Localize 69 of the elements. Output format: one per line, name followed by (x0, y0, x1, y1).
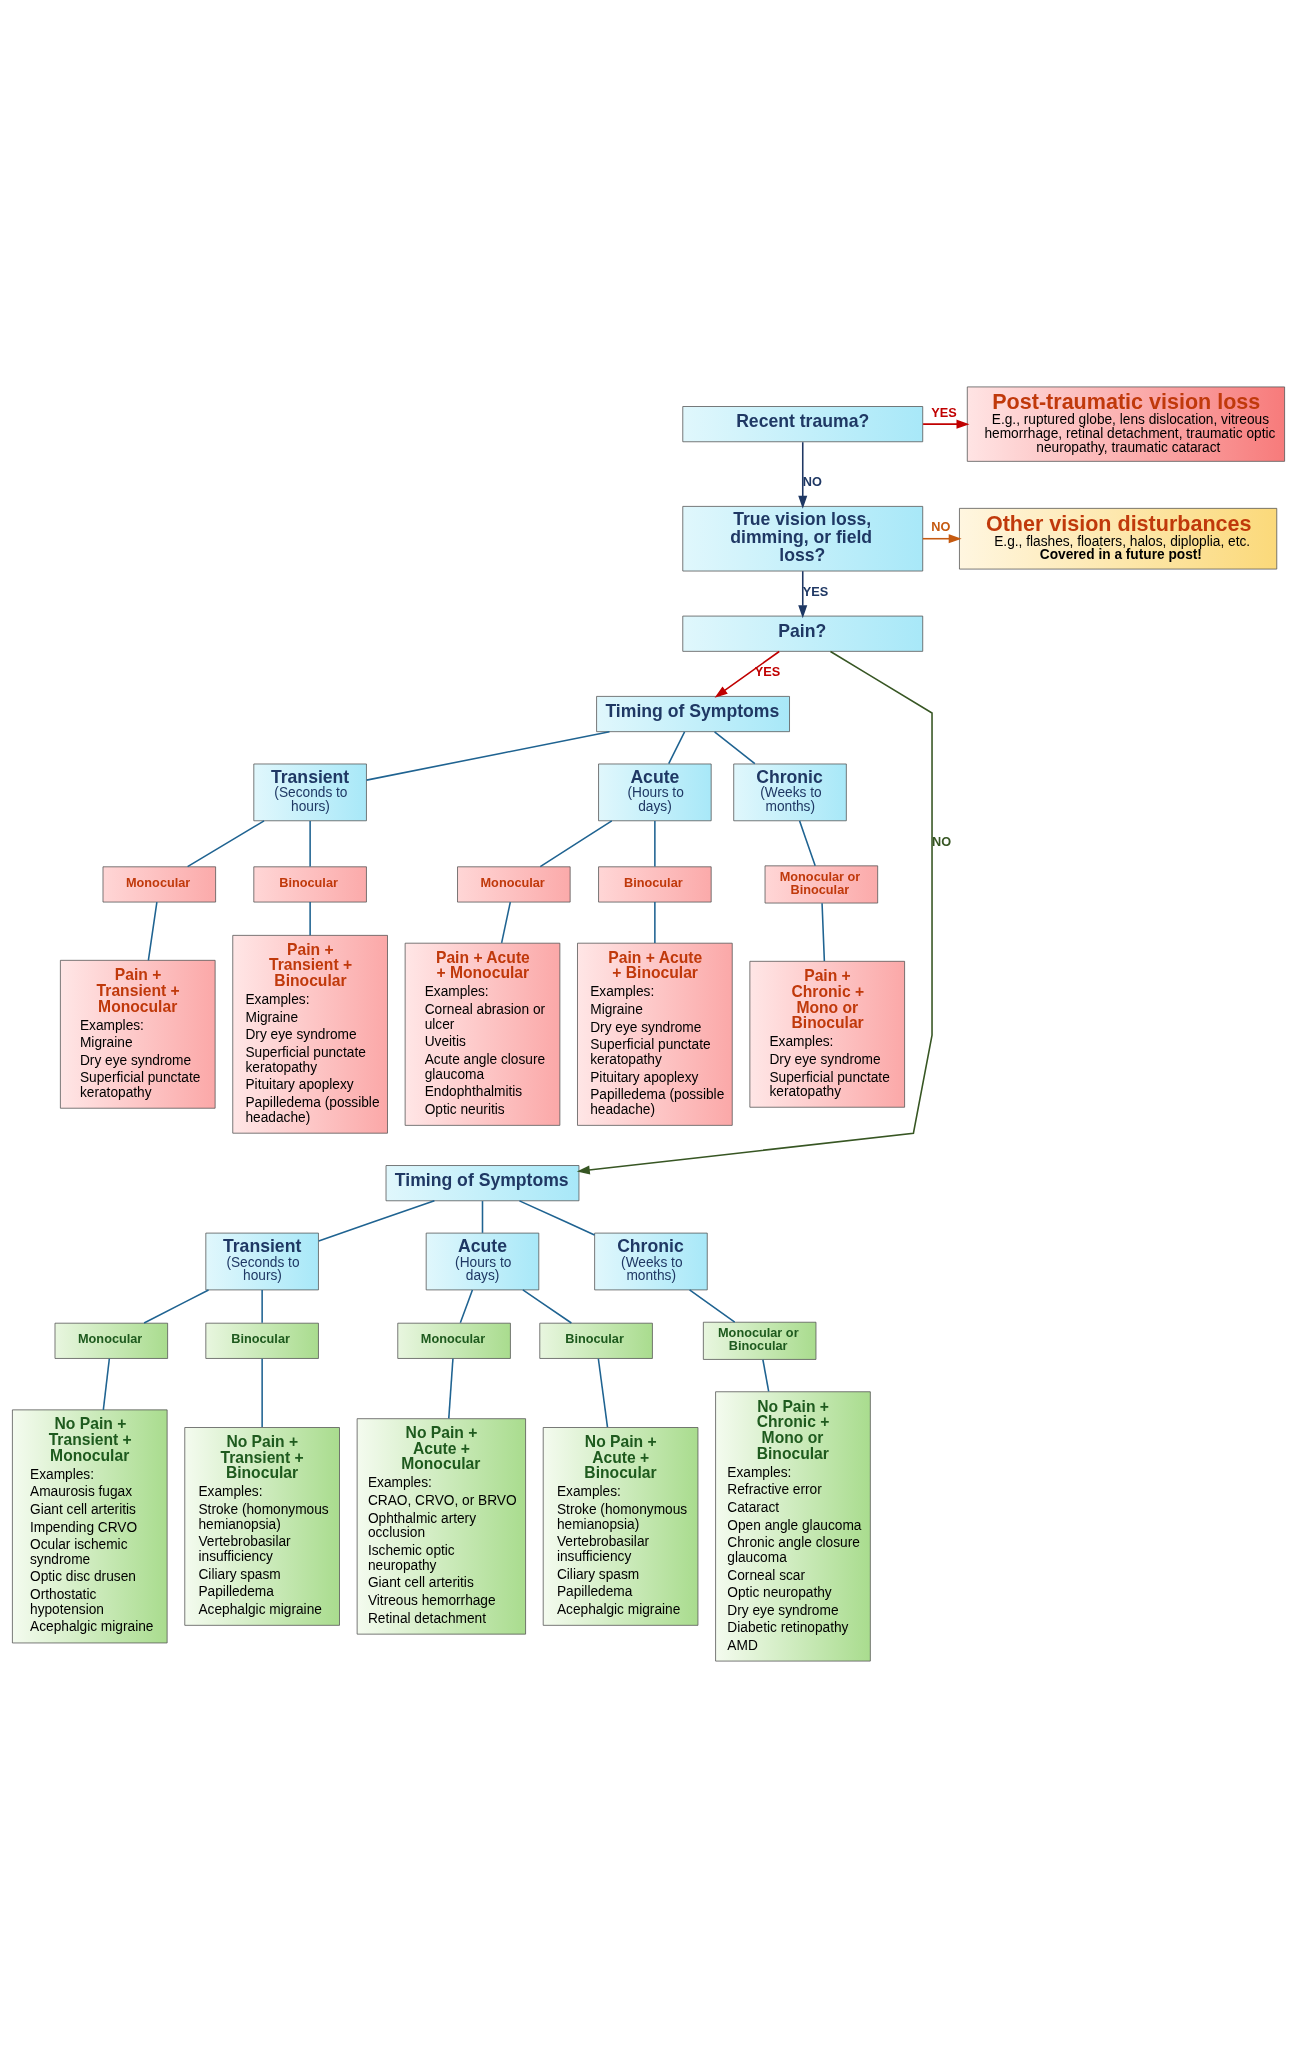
node-box: Pain + Acute + Monocular Examples: Corneal abrasion or ulcer Uveitis Acute angle closure glaucoma Endophthalmitis Optic neuritis (404, 942, 561, 1126)
connector (713, 731, 756, 765)
node-box: Monocular (457, 866, 571, 903)
connector (688, 1289, 736, 1323)
node-box: Binocular (598, 866, 712, 903)
connector (500, 901, 512, 944)
node-box: Monocular or Binocular (702, 1321, 817, 1360)
node-box: Monocular (102, 866, 216, 903)
node-box: Monocular or Binocular (764, 865, 879, 904)
node-box: Other vision disturbances E.g., flashes, floaters, halos, diploplia, etc. Covered in a future post! (959, 507, 1278, 570)
node-box: Pain + Transient + Monocular Examples: Migraine Dry eye syndrome Superficial punctate keratopathy (60, 959, 216, 1109)
arrow (922, 419, 970, 429)
connector (762, 1358, 770, 1393)
connector (798, 820, 816, 867)
node-box: Binocular (253, 866, 367, 903)
node-box: Recent trauma? (682, 406, 924, 443)
node-box: No Pain + Acute + Monocular Examples: CRAO, CRVO, or BRVO Ophthalmic artery occlusion Ischemic optic neuropathy Giant cell arteritis Vitreous hemorrhage Retinal detachment (356, 1418, 526, 1635)
node-box: Binocular (205, 1322, 319, 1359)
connector (654, 901, 656, 944)
node-box: True vision loss, dimming, or field loss? (682, 506, 924, 572)
connector (261, 1289, 263, 1324)
node-box: Post-traumatic vision loss E.g., ruptured globe, lens dislocation, vitreous hemorrhage, retinal detachment, traumatic optic neuropathy, traumatic cataract (966, 386, 1285, 462)
node-box: Pain? (682, 615, 924, 652)
connector (186, 820, 265, 868)
node-box: Chronic (Weeks to months) (594, 1232, 708, 1291)
node-box: Chronic (Weeks to months) (733, 763, 847, 822)
node-box: No Pain + Acute + Binocular Examples: Stroke (homonymous hemianopsia) Vertebrobasilar insufficiency Ciliary spasm Papilledema Acephalgic migraine (542, 1427, 699, 1626)
connector (821, 902, 826, 962)
connector (102, 1357, 111, 1411)
connector (459, 1289, 474, 1324)
node-box: Acute (Hours to days) (425, 1232, 540, 1291)
arrow (922, 534, 962, 544)
node-box: Transient (Seconds to hours) (253, 763, 367, 822)
node-box: Timing of Symptoms (385, 1165, 580, 1202)
node-box: No Pain + Chronic + Mono or Binocular Examples: Refractive error Cataract Open angle glaucoma Chronic angle closure glaucoma Corneal scar Optic neuropathy Dry eye syndrome Diabetic retinopathy AMD (715, 1391, 871, 1662)
node-box: Monocular (54, 1322, 168, 1359)
connector (597, 1357, 609, 1428)
node-box: Monocular (397, 1322, 511, 1359)
connector (522, 1289, 573, 1324)
node-box: Pain + Transient + Binocular Examples: Migraine Dry eye syndrome Superficial punctate keratopathy Pituitary apoplexy Papilledema (possible headache) (232, 935, 388, 1134)
node-box: Pain + Chronic + Mono or Binocular Examples: Dry eye syndrome Superficial punctate keratopathy (749, 960, 905, 1108)
arrow (798, 570, 808, 619)
edge-label: NO (802, 474, 822, 490)
node-box: No Pain + Transient + Binocular Examples: Stroke (homonymous hemianopsia) Vertebrobasilar insufficiency Ciliary spasm Papilledema Acephalgic migraine (184, 1427, 340, 1626)
edge-label: YES (802, 583, 829, 599)
edge-label: YES (754, 664, 781, 680)
connector (143, 1289, 210, 1324)
connector (261, 1357, 263, 1428)
edge-label: NO (931, 519, 951, 535)
node-box: No Pain + Transient + Monocular Examples: Amaurosis fugax Giant cell arteritis Impending CRVO Ocular ischemic syndrome Optic disc drusen Orthostatic hypotension Acephalgic migraine (12, 1409, 168, 1644)
connector (654, 820, 656, 868)
connector (539, 820, 613, 868)
node-box: Acute (Hours to days) (598, 763, 712, 822)
node-box: Pain + Acute + Binocular Examples: Migraine Dry eye syndrome Superficial punctate keratopathy Pituitary apoplexy Papilledema (possible headache) (577, 942, 733, 1126)
connector (481, 1200, 484, 1234)
edge-label: YES (931, 404, 957, 420)
connector (147, 901, 158, 962)
node-box: Binocular (539, 1322, 653, 1359)
arrow (714, 650, 780, 698)
connector (365, 730, 611, 781)
connector (309, 901, 311, 937)
connector (518, 1200, 596, 1236)
node-box: Timing of Symptoms (596, 696, 790, 733)
connector (448, 1357, 454, 1420)
connector (317, 1200, 436, 1242)
connector (667, 731, 686, 765)
connector (309, 820, 311, 868)
node-box: Transient (Seconds to hours) (205, 1232, 319, 1291)
arrow (798, 441, 808, 509)
